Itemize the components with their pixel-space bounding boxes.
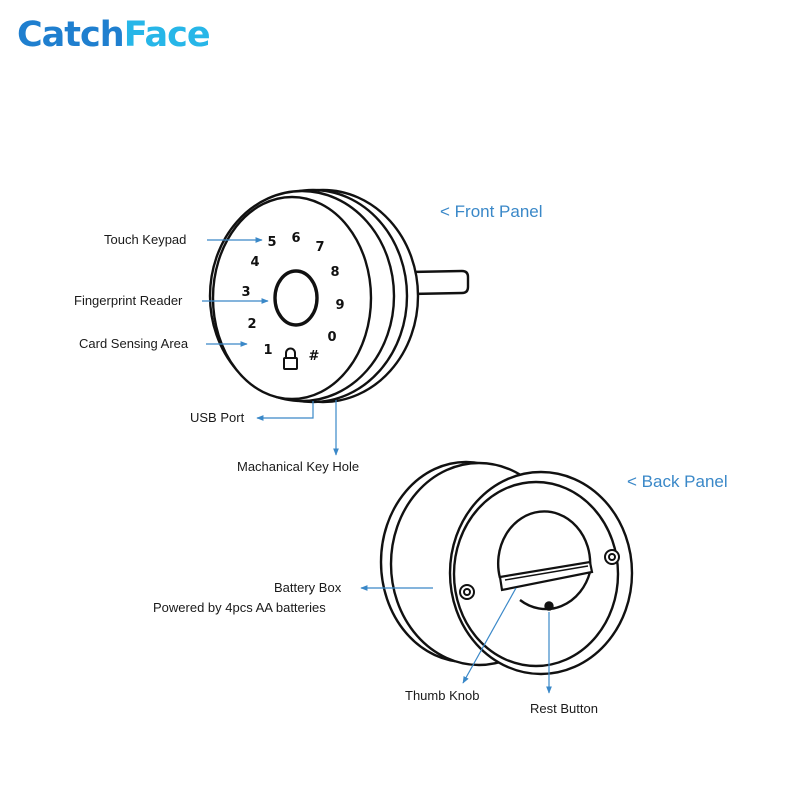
key-3: 3 (241, 285, 250, 300)
arrow-thumb-knob (462, 587, 517, 684)
thumb-knob-label: Thumb Knob (405, 688, 480, 703)
brand-logo: CatchFace (17, 14, 211, 56)
key-hole-label: Machanical Key Hole (237, 459, 360, 474)
key-hash: # (309, 349, 320, 364)
thumb-knob-lower-edge (519, 571, 592, 611)
key-2: 2 (247, 317, 256, 332)
battery-note-label: Powered by 4pcs AA batteries (153, 600, 326, 615)
thumb-knob-body (497, 510, 592, 579)
back-lock (379, 460, 634, 676)
fingerprint-reader-label: Fingerprint Reader (74, 293, 183, 308)
screw-right (604, 549, 620, 565)
touch-keypad: 5 6 7 4 8 3 9 2 0 1 # (241, 231, 344, 364)
touch-keypad-label: Touch Keypad (104, 232, 187, 247)
usb-port-label: USB Port (190, 410, 245, 425)
key-5: 5 (267, 235, 276, 250)
lock-icon (283, 347, 298, 370)
front-lock (208, 188, 470, 404)
back-panel-title: < Back Panel (627, 472, 728, 491)
key-8: 8 (330, 265, 339, 280)
front-panel-title: < Front Panel (440, 202, 543, 221)
key-7: 7 (315, 240, 324, 255)
key-0: 0 (327, 330, 336, 345)
key-4: 4 (250, 255, 259, 270)
fingerprint-reader (273, 269, 319, 327)
reset-button-label: Rest Button (530, 701, 598, 716)
arrow-usb-port (256, 401, 314, 421)
screw-left (459, 584, 475, 600)
brand-logo-part2: Face (123, 15, 211, 55)
spindle (409, 269, 470, 296)
card-sensing-area-label: Card Sensing Area (79, 336, 189, 351)
key-1: 1 (263, 343, 272, 358)
battery-box-label: Battery Box (274, 580, 342, 595)
key-6: 6 (291, 231, 300, 246)
reset-button (544, 601, 554, 611)
key-9: 9 (335, 298, 344, 313)
thumb-knob-lever-line (504, 565, 589, 581)
brand-logo-part1: Catch (17, 15, 125, 55)
